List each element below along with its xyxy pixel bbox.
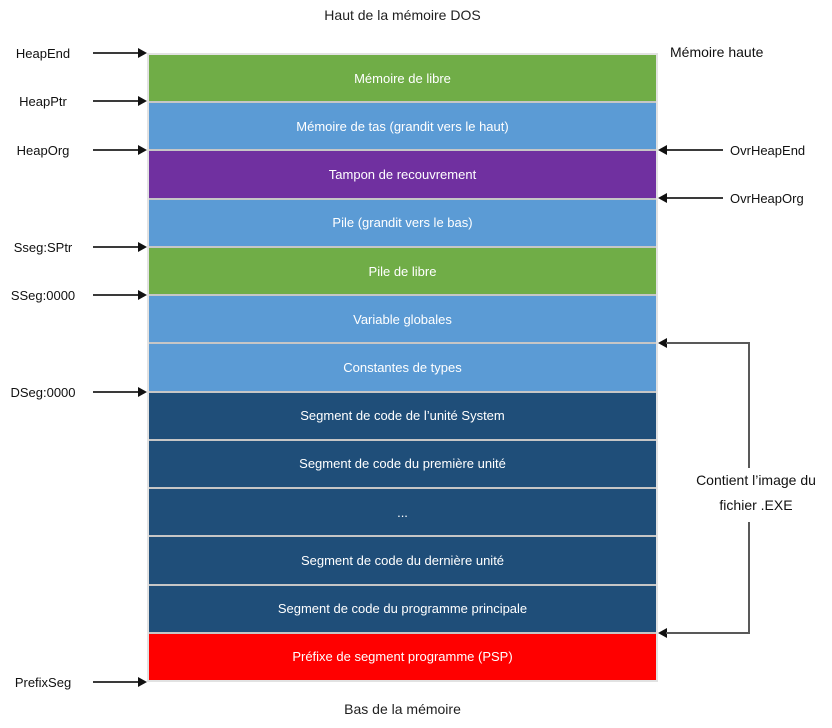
box-free-memory: Mémoire de libre xyxy=(149,55,656,102)
arrow-shaft xyxy=(93,681,138,683)
pointer-heapptr: HeapPtr xyxy=(0,92,147,110)
box-free-stack: Pile de libre xyxy=(149,247,656,295)
arrow-right-icon xyxy=(138,242,147,252)
heapptr-label: HeapPtr xyxy=(19,93,67,109)
box-first-unit-code: Segment de code du première unité xyxy=(149,440,656,488)
box-main-program-code: Segment de code du programme principale xyxy=(149,585,656,632)
exe-note: Contient l’image du fichier .EXE xyxy=(678,468,832,518)
box-overlay-buffer: Tampon de recouvrement xyxy=(149,151,656,198)
arrow-left-icon xyxy=(658,338,667,348)
sseg-0000-label: SSeg:0000 xyxy=(10,287,76,303)
ovrheapend-label: OvrHeapEnd xyxy=(730,142,806,158)
arrow-shaft xyxy=(93,294,138,296)
arrow-left-icon xyxy=(658,628,667,638)
dseg-0000-label: DSeg:0000 xyxy=(10,384,76,400)
box-global-variables: Variable globales xyxy=(149,296,656,343)
heapend-arrow xyxy=(93,48,147,58)
pointer-prefixseg: PrefixSeg xyxy=(0,673,147,691)
bracket-vertical-upper xyxy=(748,342,750,468)
box-heap-memory: Mémoire de tas (grandit vers le haut) xyxy=(149,103,656,150)
pointer-ovrheapend: OvrHeapEnd xyxy=(658,141,805,159)
box-ellipsis: ... xyxy=(149,489,656,536)
arrow-right-icon xyxy=(138,96,147,106)
sseg-0000-arrow xyxy=(93,290,147,300)
heaporg-label: HeapOrg xyxy=(16,142,70,158)
exe-note-line2: fichier .EXE xyxy=(719,497,793,513)
arrow-right-icon xyxy=(138,387,147,397)
arrow-shaft xyxy=(93,52,138,54)
memory-stack: Mémoire de libre Mémoire de tas (grandit… xyxy=(147,53,658,682)
arrow-shaft xyxy=(93,391,138,393)
prefixseg-arrow xyxy=(93,677,147,687)
prefixseg-label: PrefixSeg xyxy=(14,674,72,690)
arrow-left-icon xyxy=(658,145,667,155)
pointer-ovrheaporg: OvrHeapOrg xyxy=(658,189,804,207)
memoire-haute-label: Mémoire haute xyxy=(670,44,764,60)
arrow-shaft xyxy=(667,197,723,199)
bracket-bottom-arm xyxy=(666,632,750,634)
bracket-vertical-lower xyxy=(748,522,750,634)
box-last-unit-code: Segment de code du dernière unité xyxy=(149,537,656,584)
ovrheaporg-label: OvrHeapOrg xyxy=(730,190,804,206)
heapptr-arrow xyxy=(93,96,147,106)
arrow-left-icon xyxy=(658,193,667,203)
pointer-heapend: HeapEnd xyxy=(0,44,147,62)
arrow-right-icon xyxy=(138,48,147,58)
arrow-shaft xyxy=(93,100,138,102)
arrow-right-icon xyxy=(138,145,147,155)
title-top: Haut de la mémoire DOS xyxy=(324,7,481,23)
pointer-sseg-sptr: Sseg:SPtr xyxy=(0,238,147,256)
exe-note-line1: Contient l’image du xyxy=(696,472,816,488)
arrow-shaft xyxy=(93,149,138,151)
box-stack-segment: Pile (grandit vers le bas) xyxy=(149,199,656,246)
sseg-sptr-label: Sseg:SPtr xyxy=(13,239,73,255)
pointer-sseg-0000: SSeg:0000 xyxy=(0,286,147,304)
bracket-top-arm xyxy=(666,342,750,344)
heaporg-arrow xyxy=(93,145,147,155)
title-bottom: Bas de la mémoire xyxy=(344,701,461,717)
dseg-0000-arrow xyxy=(93,387,147,397)
box-typed-constants: Constantes de types xyxy=(149,344,656,391)
arrow-shaft xyxy=(93,246,138,248)
heapend-label: HeapEnd xyxy=(15,45,71,61)
arrow-right-icon xyxy=(138,677,147,687)
box-system-unit-code: Segment de code de l’unité System xyxy=(149,392,656,439)
pointer-heaporg: HeapOrg xyxy=(0,141,147,159)
sseg-sptr-arrow xyxy=(93,242,147,252)
pointer-dseg-0000: DSeg:0000 xyxy=(0,383,147,401)
arrow-right-icon xyxy=(138,290,147,300)
box-psp: Préfixe de segment programme (PSP) xyxy=(149,633,656,681)
arrow-shaft xyxy=(667,149,723,151)
